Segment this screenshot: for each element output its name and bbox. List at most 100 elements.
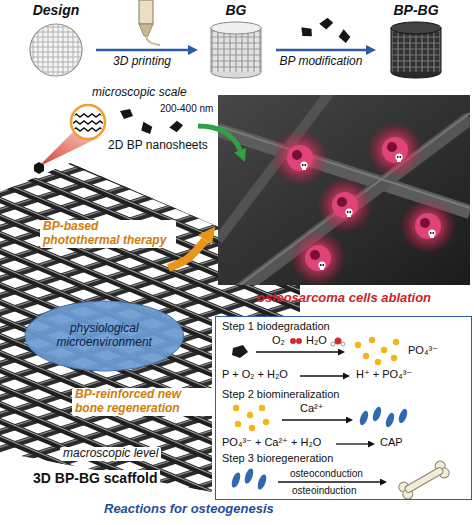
- scaffold-lattice-part: [0, 518, 310, 525]
- nanosheet-zoom-part-part: [72, 128, 104, 131]
- cells-image-part-part-part-part: [420, 218, 430, 228]
- bg-cylinder-part-part: [247, 28, 248, 72]
- cells-image-part-part-part: [290, 230, 346, 285]
- scaffold-lattice-part: [0, 502, 310, 525]
- cells-image-part-part-part-part: [287, 145, 313, 171]
- reaction-art-part: [355, 337, 399, 365]
- cells-image-part-part-part-part: [320, 264, 322, 266]
- bg-cylinder-part-part: [211, 48, 261, 49]
- bp-flakes-part: [337, 28, 352, 44]
- printer-nozzle-part: [139, 24, 153, 36]
- node-label: BP-BG: [393, 2, 438, 18]
- bg-cylinder-part-part: [229, 28, 230, 72]
- bp-bg-cylinder-part-part: [403, 28, 404, 72]
- printer-nozzle-part: [146, 36, 160, 45]
- annotation-label: PO₄³⁻: [408, 344, 438, 357]
- reaction-art-part: [341, 342, 345, 346]
- cells-image-part-part-part-part: [322, 264, 324, 266]
- cells-image-part-part-part-part: [382, 137, 408, 163]
- design-sphere-part-part: [68, 22, 69, 78]
- annotation-label: osteoinduction: [292, 485, 357, 497]
- scaffold-lattice-part: [0, 501, 310, 525]
- arrow-label: BP modification: [277, 55, 366, 69]
- reaction-art-part-part: [397, 408, 409, 424]
- bp-bg-cylinder-part-part: [397, 28, 398, 72]
- annotation-label: macroscopic level: [60, 447, 161, 461]
- cells-image-part-part-part-part: [272, 130, 328, 186]
- reaction-art-part-part: [375, 359, 381, 365]
- reaction-art-part-part: [259, 405, 265, 411]
- bp-bg-cylinder-part-part: [391, 42, 441, 43]
- reaction-art-part-part: [391, 355, 397, 361]
- annotation-label: Step 3 bioregeneration: [222, 452, 333, 465]
- reaction-art-part: [300, 375, 343, 376]
- annotation-label: PO₄³⁻ + Ca²⁺ + H₂O: [222, 436, 321, 449]
- reaction-art-part: [233, 405, 269, 431]
- design-sphere-part-part: [43, 22, 44, 78]
- reaction-art-part-part: [233, 405, 239, 411]
- bp-flakes-part: [120, 109, 133, 119]
- cells-image-part-part-part-part: [399, 156, 401, 158]
- bp-bg-cylinder-part-part: [409, 28, 410, 72]
- bg-cylinder-part-part: [211, 42, 261, 43]
- bg-cylinder-part-part: [223, 28, 224, 72]
- cells-image-part-part-part-part: [400, 198, 456, 254]
- arrow-connector: [96, 49, 188, 52]
- ellipse-outline: [25, 301, 184, 371]
- cells-image-part-part: [272, 122, 456, 285]
- design-sphere-part-part: [28, 67, 84, 68]
- reaction-art-part-part: [358, 410, 370, 426]
- bp-flakes-part: [168, 119, 184, 134]
- cells-image-part-part-part-part: [432, 232, 434, 234]
- design-node: Design: [18, 2, 94, 82]
- nanosheet-zoom-part: [72, 114, 104, 131]
- design-sphere-part-part: [38, 22, 39, 78]
- bg-cylinder-part-part: [211, 60, 261, 61]
- reaction-art-part: [331, 342, 335, 346]
- bg-cylinder-part-part: [259, 28, 260, 72]
- design-sphere-part-part: [53, 22, 54, 78]
- annotation-label: microscopic scale: [92, 86, 187, 100]
- cells-image-part-part-part-part: [332, 192, 358, 218]
- zoom-cone-part: [34, 162, 44, 174]
- nanosheet-zoom: [71, 105, 105, 139]
- nanosheet-zoom-part: [71, 105, 105, 139]
- cells-image-part: [218, 95, 470, 285]
- design-sphere-part-part: [83, 22, 84, 78]
- bg-cylinder-part-part: [211, 66, 261, 67]
- bp-bg-cylinder: [390, 22, 442, 78]
- cells-image: [218, 92, 470, 290]
- bg-cylinder-part: [261, 28, 262, 72]
- cells-image-part-part-part: [367, 122, 423, 178]
- annotation-label: P + O₂ + H₂O: [222, 368, 288, 381]
- cells-image-part-part-part-part: [337, 197, 347, 207]
- bp-bg-cylinder-part-part: [391, 28, 392, 72]
- arrow-connector: [276, 49, 366, 52]
- reaction-art-part-part: [249, 425, 255, 431]
- cells-image-part-part-part-part: [305, 245, 331, 271]
- cells-image-part-part-part-part: [347, 214, 351, 217]
- design-sphere-part-part: [28, 62, 84, 63]
- reaction-art-part: [358, 406, 409, 428]
- bp-bg-cylinder-part-part: [415, 28, 416, 72]
- bp-bg-cylinder-part-part: [427, 28, 428, 72]
- design-sphere-part-part: [28, 27, 84, 28]
- reaction-art-part: [256, 351, 338, 352]
- cells-image-part-part-part: [317, 177, 373, 233]
- reaction-art-part-part: [363, 353, 369, 359]
- annotation-label: Step 2 biomineralization: [222, 388, 339, 401]
- reaction-art: [215, 316, 472, 501]
- microenvironment-ellipse: physiological microenvironment: [24, 300, 185, 372]
- reaction-art-part-part: [371, 406, 383, 422]
- reaction-art-part-part: [384, 412, 396, 428]
- cells-image-part-part-part-part: [347, 211, 349, 213]
- reaction-art-part: [290, 338, 296, 344]
- bp-bg-cylinder-part-part: [439, 28, 440, 72]
- design-sphere-part-part: [28, 22, 29, 78]
- bg-cylinder-part-part: [211, 54, 261, 55]
- design-sphere-part-part: [28, 22, 84, 23]
- reaction-art-part-part: [381, 347, 387, 353]
- design-sphere-part-part: [78, 22, 79, 78]
- design-sphere-part-part: [28, 57, 84, 58]
